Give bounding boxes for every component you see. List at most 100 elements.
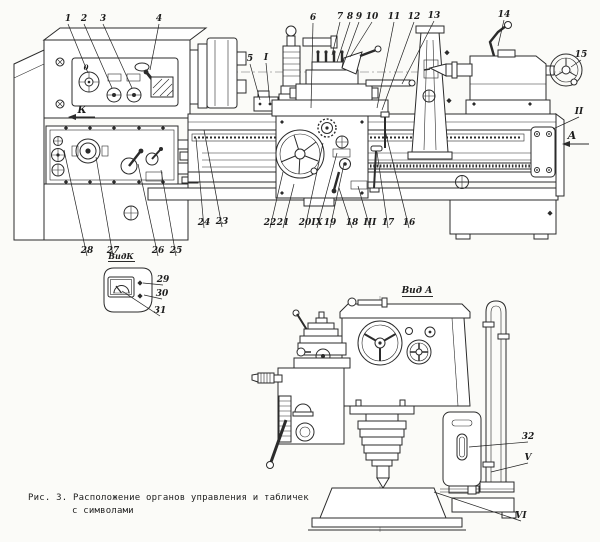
callout-label-15: 15 (575, 50, 588, 60)
callout-label-IX: IX (310, 218, 323, 228)
callout-label-1: 1 (65, 14, 71, 24)
callout-label-29: 29 (156, 275, 170, 285)
callout-label-22: 22 (263, 218, 277, 228)
callout-label-5: 5 (247, 54, 253, 64)
callout-label-17: 17 (382, 218, 395, 228)
apron (275, 115, 369, 207)
callout-label-12: 12 (408, 12, 421, 22)
callout-leader-V (490, 462, 529, 473)
callout-leader-16 (384, 129, 410, 229)
callout-leader-18 (338, 187, 353, 229)
side-tool-stack (292, 309, 351, 369)
callout-label-VI: VI (515, 511, 527, 521)
callout-leader-21 (282, 183, 295, 229)
callout-leader-32 (468, 441, 529, 448)
callout-leader-7 (331, 21, 341, 56)
callout-label-18: 18 (346, 218, 359, 228)
callout-label-I: I (263, 53, 269, 63)
carriage-top (271, 45, 416, 117)
inset-view-k-title: ВидК (107, 251, 134, 261)
end-plate-II (530, 126, 556, 178)
callout-leader-3 (102, 23, 133, 89)
top-handle (347, 297, 388, 308)
speed-knob-1 (78, 71, 100, 93)
feed-knob-27 (71, 138, 109, 164)
side-lever (266, 419, 288, 469)
callout-label-21: 21 (276, 218, 290, 228)
callout-leader-12 (381, 21, 415, 111)
callout-leader-23 (203, 129, 223, 228)
callout-leader-5 (249, 63, 261, 101)
apron-gear (317, 118, 337, 138)
coolant-tank (442, 411, 482, 494)
end-view-a-title: Вид А (401, 286, 433, 296)
callout-label-26: 26 (151, 246, 165, 256)
callout-leader-VI (433, 491, 522, 522)
right-base (440, 485, 517, 519)
chuck (206, 37, 247, 109)
callout-label-V: V (525, 453, 533, 463)
callout-leader-24 (195, 137, 205, 229)
callout-leader-4 (149, 23, 160, 71)
caption-line-2: с символами (72, 506, 134, 516)
tailstock-handwheel (545, 53, 583, 87)
callout-label-10: 10 (366, 12, 379, 22)
chip-shield (341, 45, 382, 75)
callout-leader-6 (310, 22, 314, 109)
view-k-arrow-label: К (76, 105, 87, 116)
motor-stack (349, 399, 415, 489)
callout-leader-20 (304, 142, 324, 229)
feed-gearbox-panel (45, 125, 179, 185)
callout-label-2: 2 (80, 14, 87, 24)
callout-label-II: II (574, 107, 584, 117)
callout-leader-15 (570, 59, 582, 68)
caption-line-1: Рис. 3. Расположение органов управления … (28, 493, 309, 503)
callout-label-4: 4 (156, 14, 162, 24)
indicator-lamps (137, 280, 143, 299)
callout-leader-29 (142, 282, 164, 286)
end-view-a (251, 296, 517, 532)
callout-label-28: 28 (80, 246, 94, 256)
left-housing (251, 367, 345, 469)
callout-leader-26 (137, 163, 159, 257)
hatched-plate (150, 76, 174, 98)
callout-label-16: 16 (403, 218, 416, 228)
callout-label-6: 6 (310, 13, 317, 23)
callout-label-3: 3 (100, 14, 106, 24)
apron-handwheel (275, 129, 325, 179)
callout-label-27: 27 (106, 246, 120, 256)
callout-label-11: 11 (388, 12, 401, 22)
callout-leader-II (552, 116, 580, 130)
knob-3 (126, 87, 142, 103)
feed-knob-25 (145, 147, 163, 182)
panel-bolts (63, 125, 166, 185)
callout-leader-IX (316, 152, 338, 229)
callout-leader-22 (269, 171, 284, 229)
machine-base (308, 487, 466, 531)
callout-leader-31 (121, 290, 161, 317)
callout-label-30: 30 (156, 289, 169, 299)
view-a-arrow-label: А (567, 129, 577, 142)
callout-label-25: 25 (169, 246, 183, 256)
main-handwheel (357, 320, 403, 366)
callout-leader-13 (401, 20, 435, 85)
callout-label-19: 19 (324, 218, 337, 228)
view-k-arrow (68, 114, 95, 120)
secondary-handwheel (406, 339, 432, 365)
tailstock (423, 21, 583, 115)
callout-label-23: 23 (215, 217, 229, 227)
feed-stop-rod (365, 79, 416, 87)
callout-label-31: 31 (154, 306, 167, 316)
callout-leader-14 (497, 19, 505, 47)
callout-leader-28 (63, 149, 88, 257)
callout-label-24: 24 (197, 218, 211, 228)
right-pedestal (449, 199, 557, 240)
callout-leader-27 (95, 156, 114, 257)
callout-leader-9 (341, 21, 360, 69)
callout-label-13: 13 (428, 11, 441, 21)
callout-leader-8 (336, 21, 351, 63)
callout-label-32: 32 (522, 432, 535, 442)
feed-lever-26 (120, 148, 144, 175)
